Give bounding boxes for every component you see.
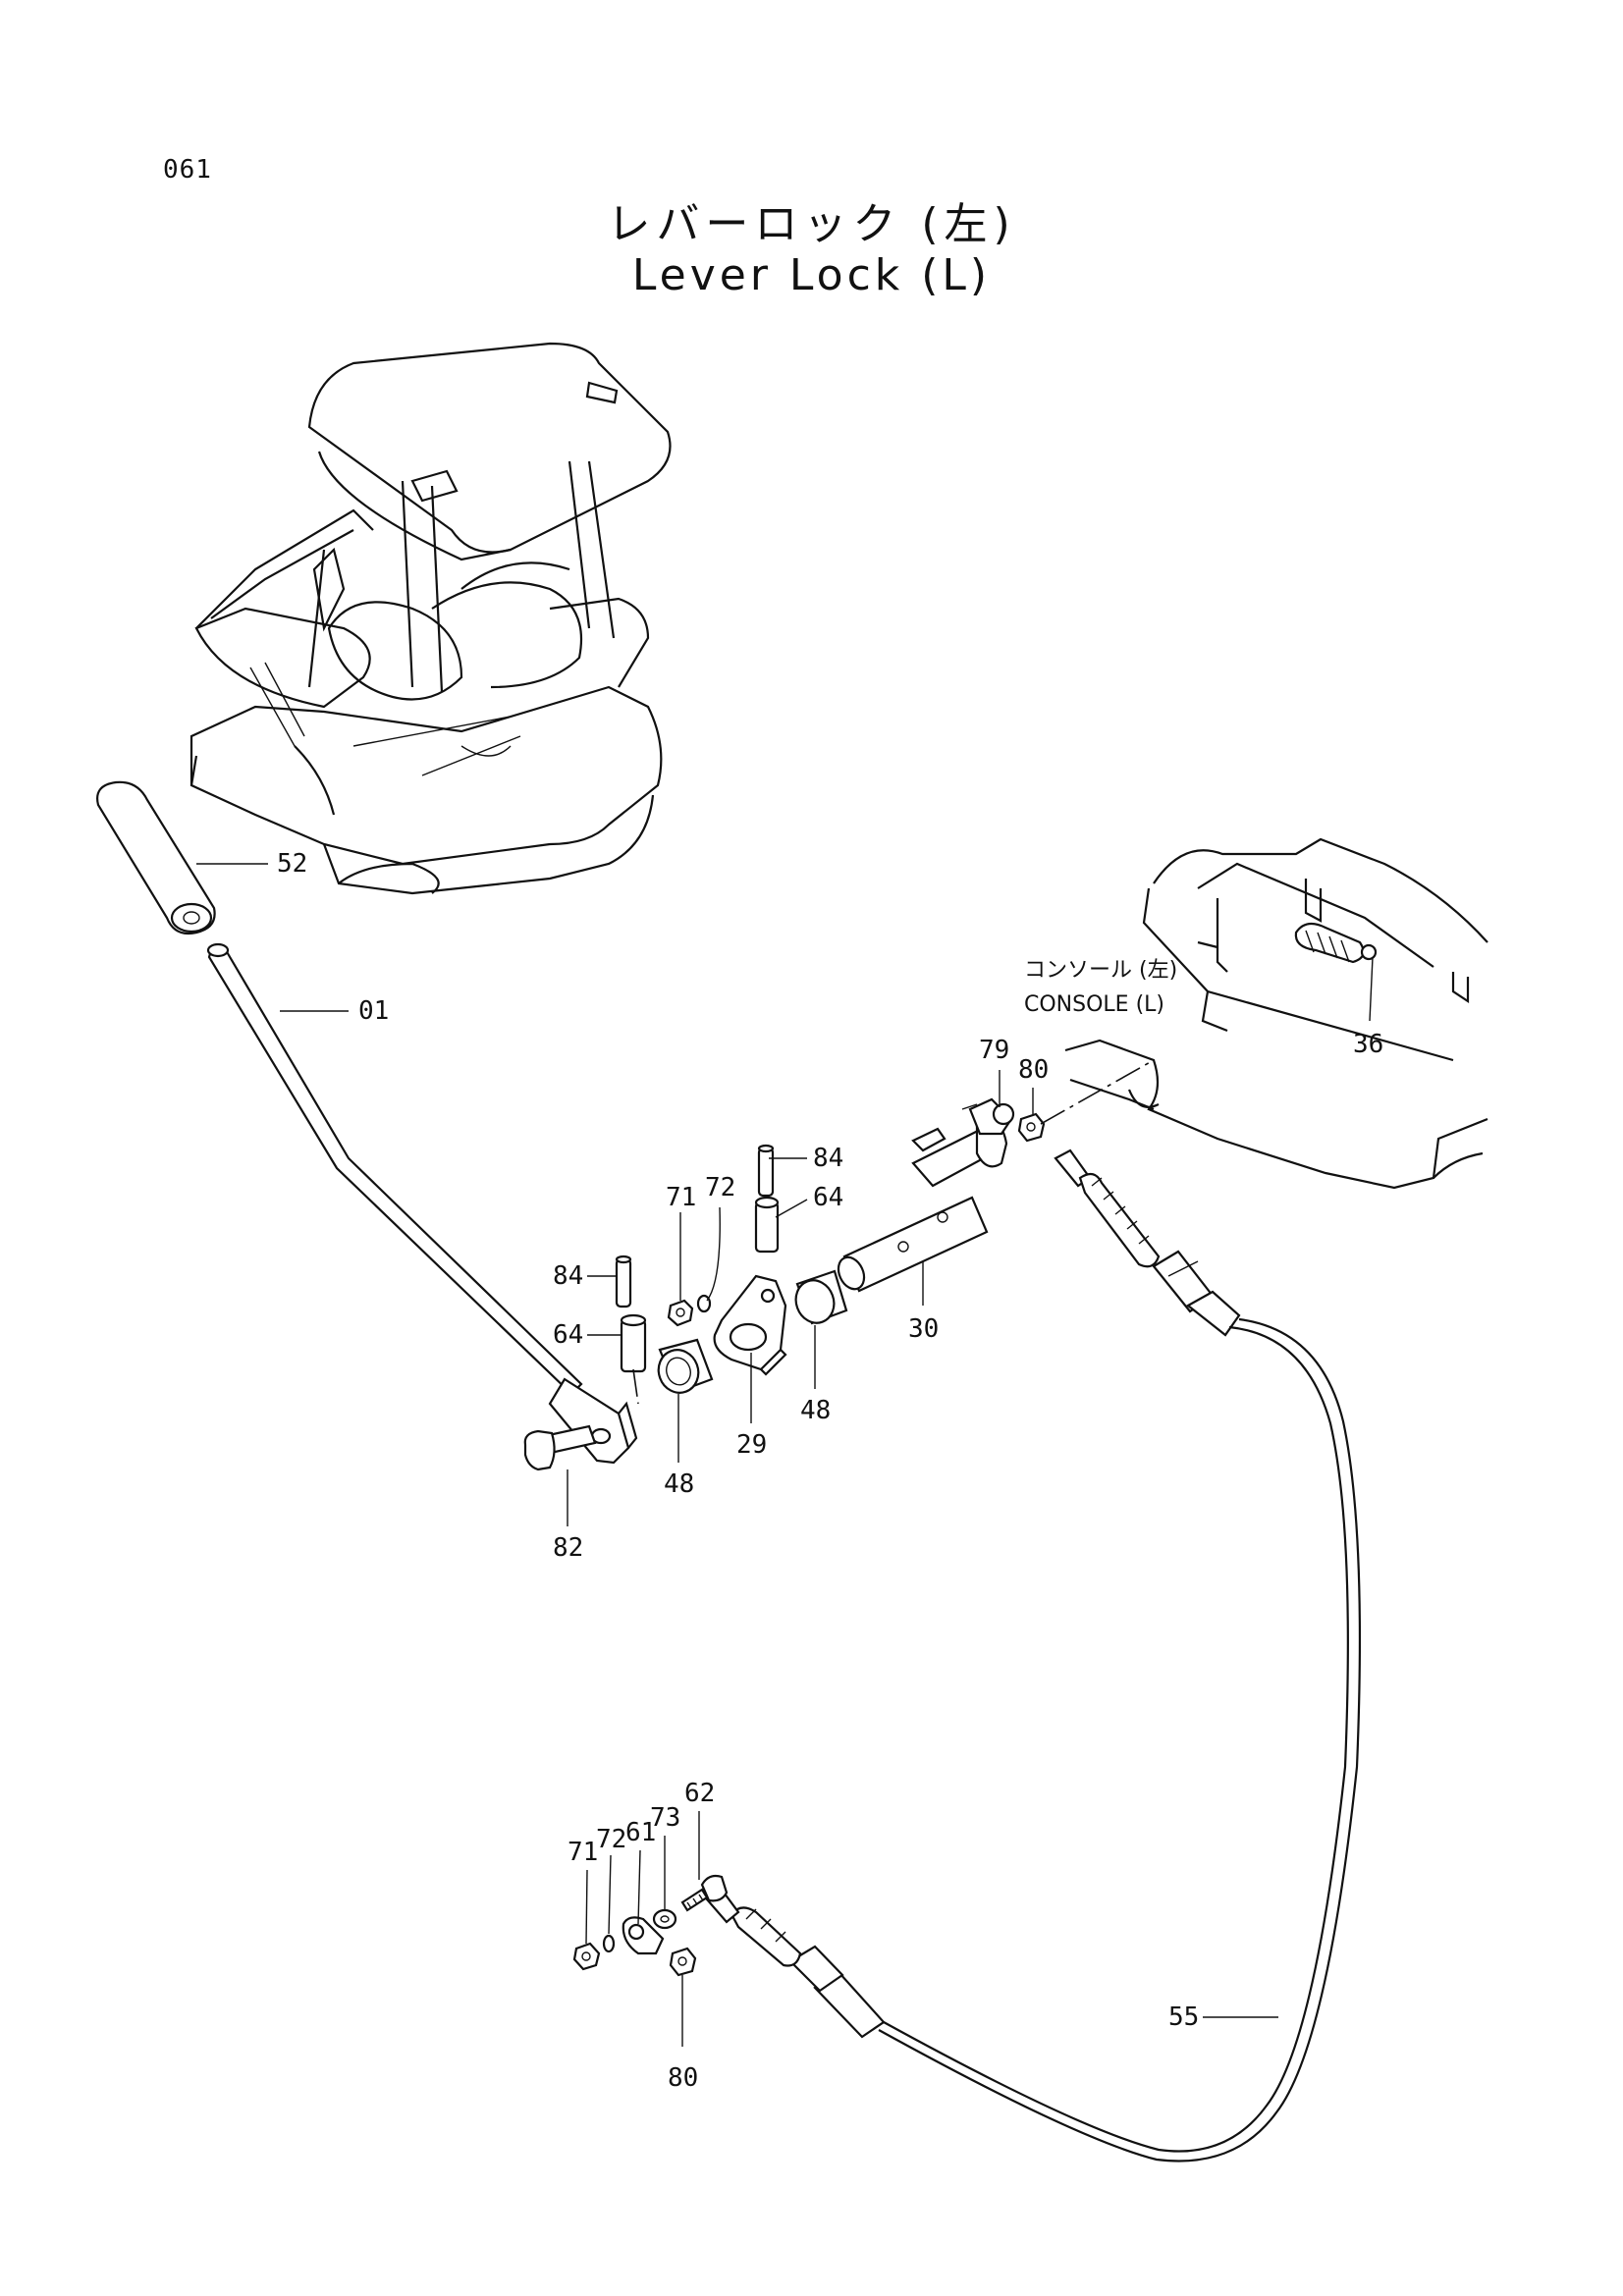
callout-64-lower: 64 bbox=[553, 1320, 583, 1350]
callout-71-lower: 71 bbox=[568, 1838, 598, 1867]
callout-84-upper: 84 bbox=[813, 1144, 843, 1173]
callout-48-right: 48 bbox=[800, 1396, 831, 1425]
bolt-62 bbox=[680, 1874, 729, 1912]
pin-84-upper bbox=[757, 1144, 775, 1198]
title-japanese: レバーロック (左) bbox=[607, 199, 1016, 249]
lever-rod bbox=[206, 942, 638, 1465]
console-note-en: CONSOLE (L) bbox=[1024, 992, 1164, 1017]
callout-55: 55 bbox=[1168, 2002, 1199, 2032]
callout-61: 61 bbox=[625, 1818, 656, 1847]
shaft-30 bbox=[837, 1117, 1008, 1293]
bracket-29 bbox=[713, 1274, 787, 1376]
pin-64-lower bbox=[620, 1313, 647, 1373]
callout-84-lower: 84 bbox=[553, 1261, 583, 1291]
callout-01: 01 bbox=[358, 996, 389, 1026]
rod-end-61 bbox=[622, 1916, 665, 1955]
callout-80-upper: 80 bbox=[1018, 1055, 1049, 1085]
callout-30: 30 bbox=[908, 1314, 939, 1344]
lever-grip bbox=[96, 780, 216, 935]
callout-79: 79 bbox=[979, 1036, 1009, 1065]
callout-80-lower: 80 bbox=[668, 2063, 698, 2093]
machine-illustration bbox=[189, 342, 672, 895]
pin-64-upper bbox=[754, 1196, 780, 1254]
assembly-line-lever bbox=[632, 1368, 639, 1405]
callout-labels: 52 01 36 79 80 84 64 71 72 84 64 30 48 4… bbox=[277, 849, 1383, 2093]
callout-72-lower: 72 bbox=[596, 1825, 626, 1854]
nut-80-lower bbox=[669, 1947, 697, 1977]
washer-73 bbox=[652, 1908, 677, 1930]
callout-52: 52 bbox=[277, 849, 307, 879]
bushing-48-left bbox=[657, 1338, 714, 1394]
page-number: 061 bbox=[163, 155, 212, 185]
cable-55 bbox=[878, 1317, 1362, 2163]
pin-84-lower bbox=[615, 1255, 632, 1308]
nut-71-lower bbox=[572, 1942, 601, 1971]
washer-72-lower bbox=[602, 1934, 616, 1953]
rod-end-79 bbox=[961, 1097, 1015, 1136]
console-note-jp: コンソール (左) bbox=[1024, 958, 1177, 983]
callout-82: 82 bbox=[553, 1533, 583, 1563]
bolt-82 bbox=[523, 1424, 597, 1471]
callout-29: 29 bbox=[736, 1430, 767, 1460]
cable-lower-fitting bbox=[705, 1888, 886, 2039]
nut-71-upper bbox=[667, 1299, 694, 1327]
assembly-line-console bbox=[1040, 1059, 1155, 1125]
callout-64-upper: 64 bbox=[813, 1183, 843, 1212]
callout-62: 62 bbox=[684, 1779, 715, 1808]
callout-36: 36 bbox=[1353, 1030, 1383, 1059]
leader-lines bbox=[196, 863, 1374, 2047]
callout-72-upper: 72 bbox=[705, 1173, 735, 1202]
bushing-48-right bbox=[794, 1269, 848, 1325]
title-english: Lever Lock (L) bbox=[631, 250, 992, 300]
callout-73: 73 bbox=[650, 1803, 680, 1833]
callout-48-left: 48 bbox=[664, 1469, 694, 1499]
callout-71-upper: 71 bbox=[666, 1183, 696, 1212]
cable-upper-fitting bbox=[1054, 1148, 1241, 1337]
nut-80-upper bbox=[1017, 1112, 1046, 1143]
